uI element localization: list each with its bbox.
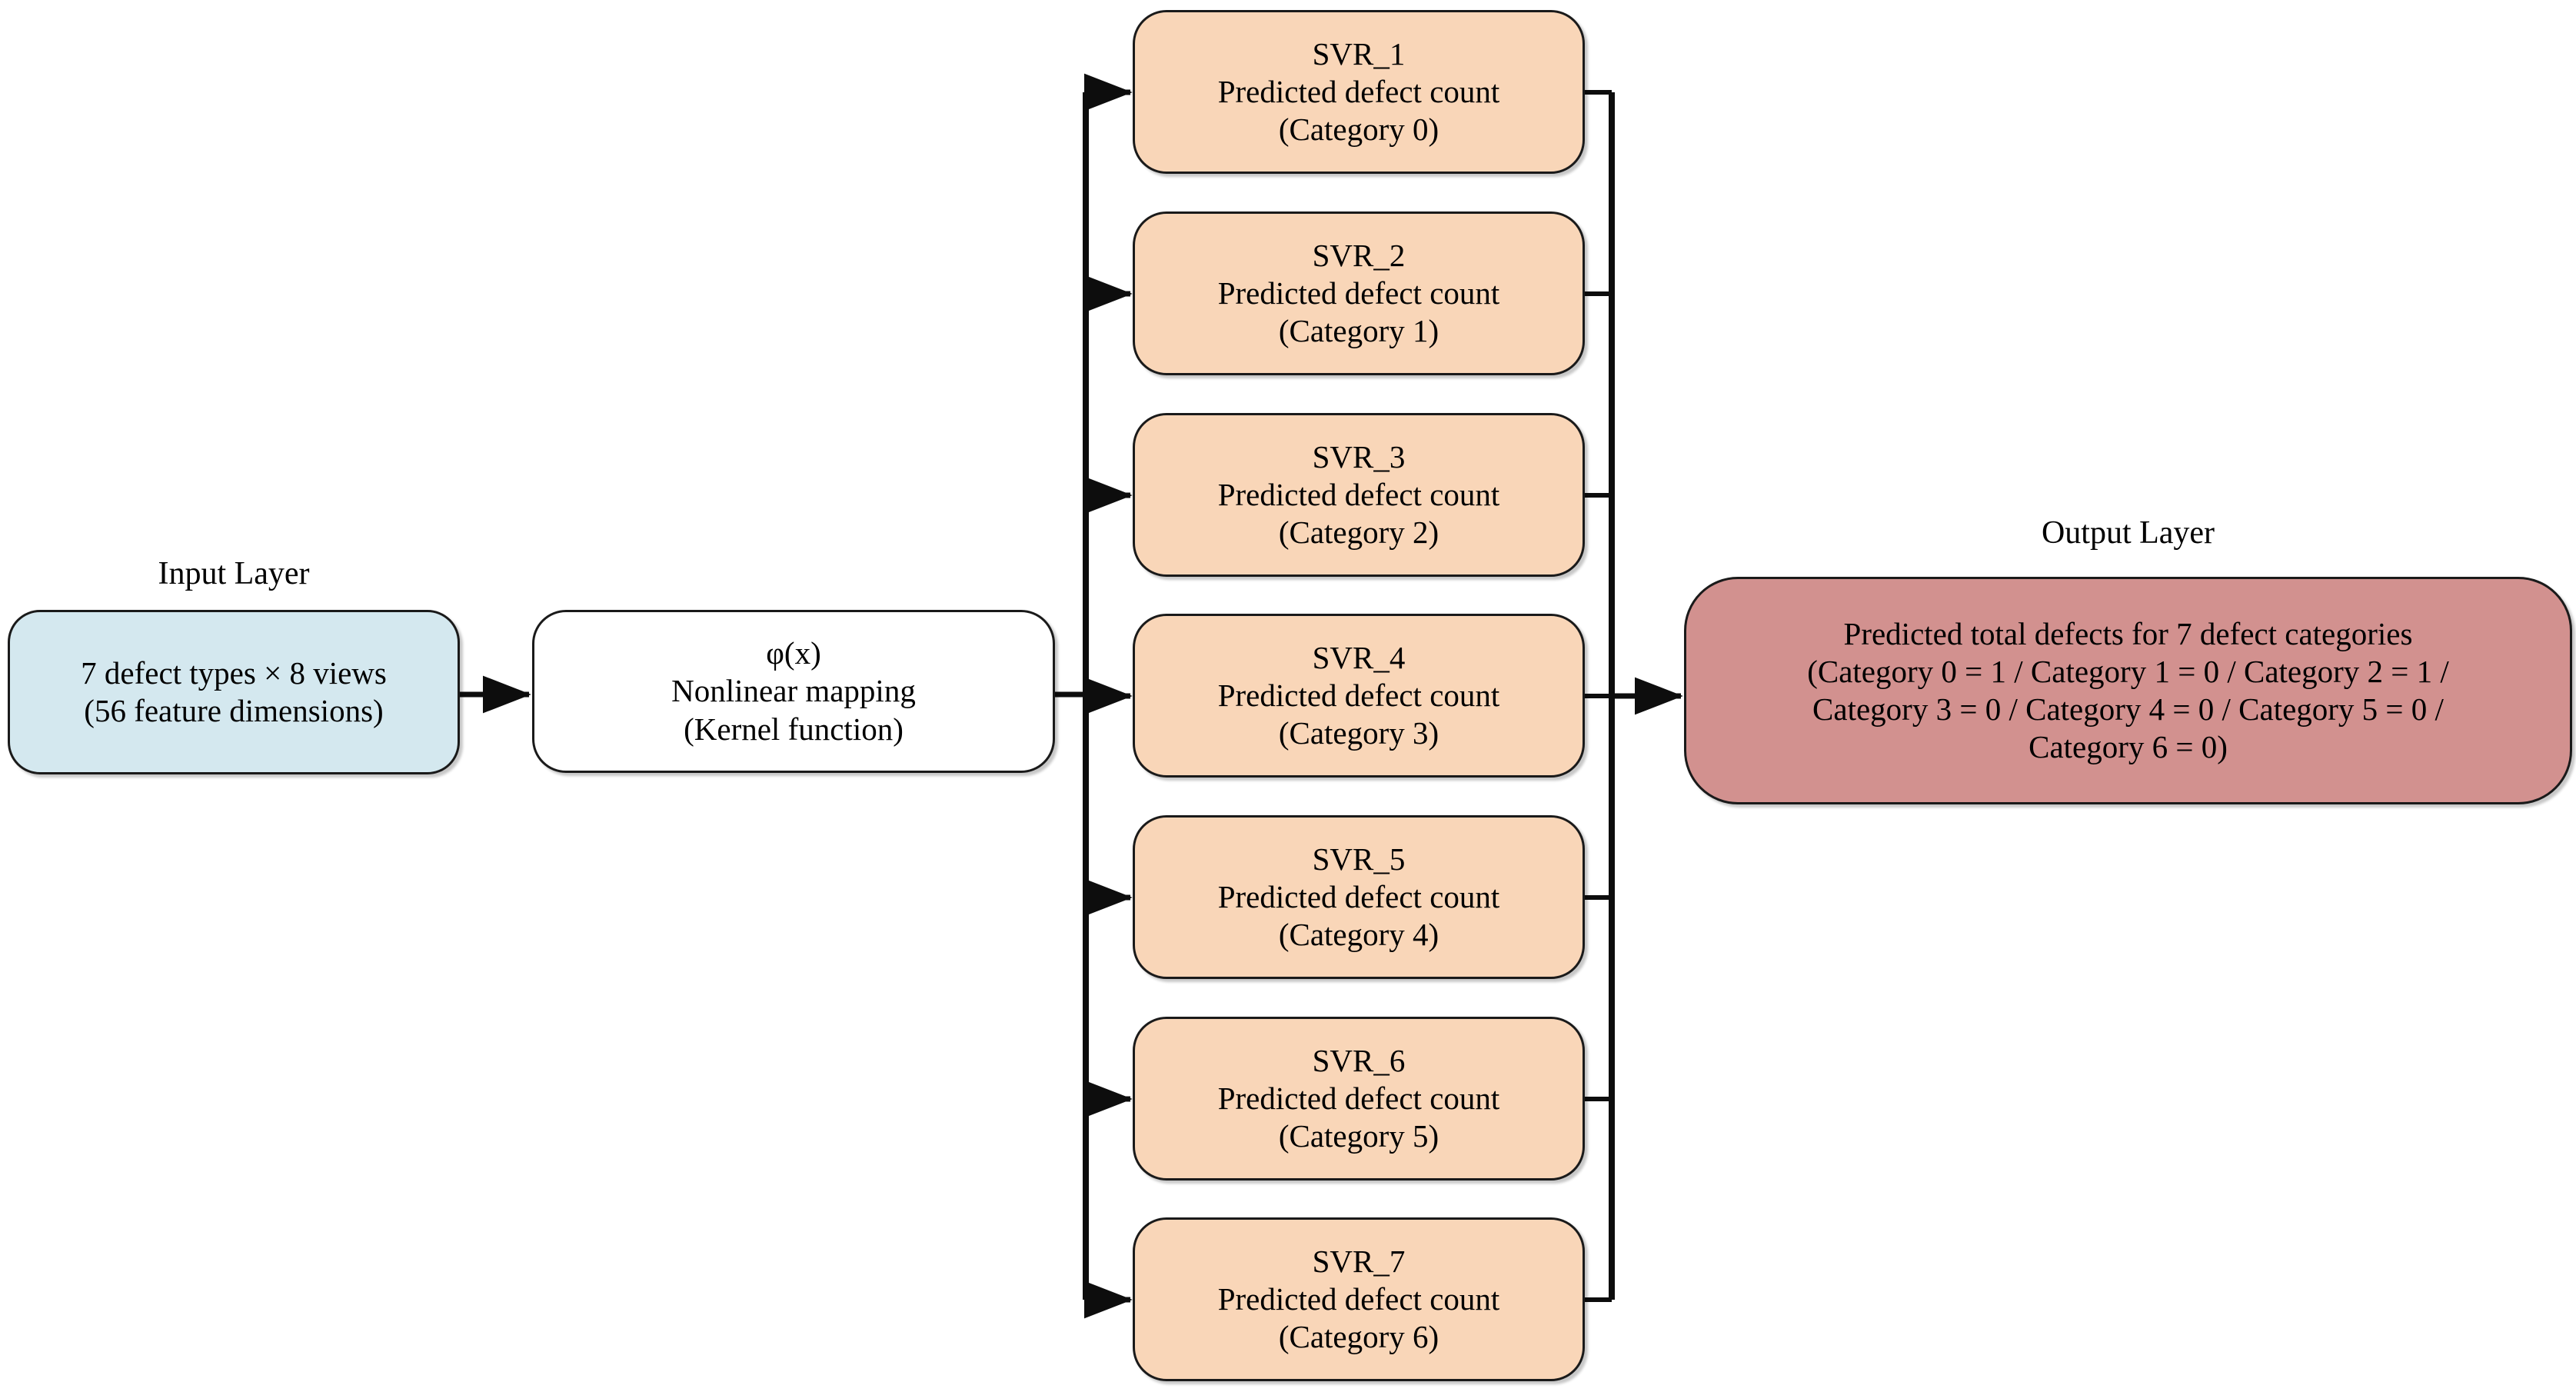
svr-node-1[interactable]: SVR_1 Predicted defect count (Category 0… [1133,10,1585,174]
svr-node-role: Predicted defect count [1217,73,1500,109]
svr-node-category: (Category 1) [1278,313,1439,349]
svr-node-category: (Category 3) [1278,715,1439,751]
svr-node-2[interactable]: SVR_2 Predicted defect count (Category 1… [1133,211,1585,375]
output-node-line-1: Predicted total defects for 7 defect cat… [1843,615,2413,651]
input-node-line-1: 7 defect types × 8 views [81,654,387,691]
kernel-node-line-2: Nonlinear mapping [671,673,916,709]
svr-node-6[interactable]: SVR_6 Predicted defect count (Category 5… [1133,1017,1585,1181]
svr-node-role: Predicted defect count [1217,1080,1500,1116]
svr-node-category: (Category 0) [1278,112,1439,148]
svr-node-name: SVR_2 [1312,237,1406,273]
svr-node-7[interactable]: SVR_7 Predicted defect count (Category 6… [1133,1217,1585,1381]
kernel-node-line-3: (Kernel function) [684,711,904,747]
output-layer-node[interactable]: Predicted total defects for 7 defect cat… [1684,577,2572,804]
output-node-line-3: Category 3 = 0 / Category 4 = 0 / Catego… [1812,691,2444,727]
svr-node-name: SVR_5 [1312,841,1406,877]
svr-node-role: Predicted defect count [1217,878,1500,914]
svr-node-role: Predicted defect count [1217,275,1500,311]
svr-node-name: SVR_1 [1312,35,1406,72]
svr-node-name: SVR_7 [1312,1243,1406,1279]
input-node-line-2: (56 feature dimensions) [84,693,384,728]
svr-node-category: (Category 5) [1278,1118,1439,1154]
output-layer-label: Output Layer [2041,515,2215,551]
input-layer-node[interactable]: 7 defect types × 8 views (56 feature dim… [8,610,460,774]
kernel-node-line-1: φ(x) [766,635,821,671]
svr-node-name: SVR_4 [1312,639,1406,675]
svr-node-role: Predicted defect count [1217,677,1500,713]
svr-node-category: (Category 6) [1278,1319,1439,1355]
svr-node-role: Predicted defect count [1217,476,1500,512]
svr-node-category: (Category 2) [1278,515,1439,551]
svr-node-category: (Category 4) [1278,917,1439,953]
svr-node-name: SVR_6 [1312,1042,1406,1078]
svr-node-name: SVR_3 [1312,438,1406,475]
svr-node-4[interactable]: SVR_4 Predicted defect count (Category 3… [1133,614,1585,778]
output-node-line-2: (Category 0 = 1 / Category 1 = 0 / Categ… [1807,653,2449,689]
kernel-mapping-node[interactable]: φ(x) Nonlinear mapping (Kernel function) [532,610,1055,773]
svr-node-5[interactable]: SVR_5 Predicted defect count (Category 4… [1133,815,1585,979]
input-layer-label: Input Layer [158,556,310,591]
svr-node-3[interactable]: SVR_3 Predicted defect count (Category 2… [1133,413,1585,577]
output-node-line-4: Category 6 = 0) [2029,729,2228,765]
svr-node-role: Predicted defect count [1217,1280,1500,1317]
